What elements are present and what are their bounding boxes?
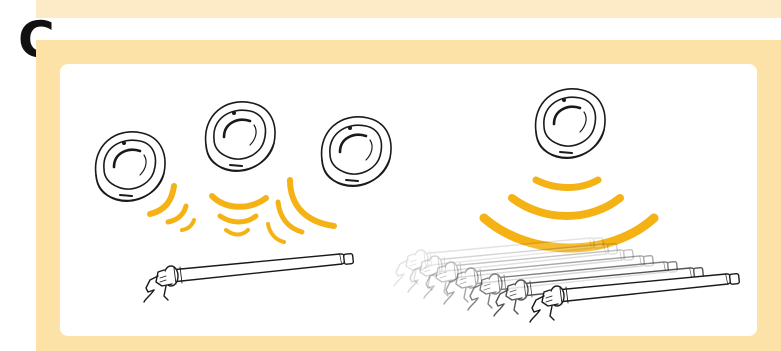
remote-left-2 (206, 102, 275, 171)
remote-left-1 (96, 132, 165, 201)
remote-right (536, 89, 605, 158)
signal-waves-left (150, 180, 334, 242)
motor-stack-right (394, 238, 739, 322)
signal-waves-right (484, 180, 654, 248)
remote-left-3 (322, 117, 391, 186)
motor-left (144, 254, 353, 302)
